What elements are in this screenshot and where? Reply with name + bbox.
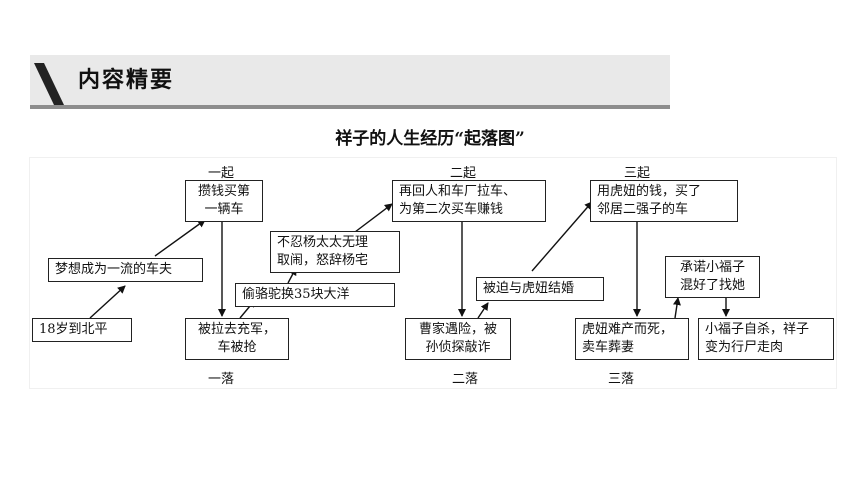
arrow-9 <box>531 201 593 272</box>
box-xiaofuzi-suicide: 小福子自杀，祥子 变为行尸走肉 <box>698 318 834 360</box>
label-rise-1: 一起 <box>208 166 235 181</box>
arrow-1 <box>89 285 126 319</box>
label-fall-1: 一落 <box>208 372 235 387</box>
box-camels: 偷骆驼换35块大洋 <box>235 283 395 307</box>
box-back-to-renhe: 再回人和车厂拉车、 为第二次买车赚钱 <box>392 180 546 222</box>
box-save-first-cart: 攒钱买第 一辆车 <box>185 180 263 222</box>
box-seized: 被拉去充军， 车被抢 <box>185 318 289 360</box>
arrow-2 <box>154 219 206 257</box>
box-arrive-beiping: 18岁到北平 <box>32 318 132 342</box>
box-huniu-death: 虎妞难产而死， 卖车葬妻 <box>575 318 689 360</box>
diagram-panel: 一起 二起 三起 一落 二落 三落 18岁到北平 梦想成为一流的车夫 攒钱买第 … <box>30 158 836 388</box>
box-cao-danger: 曹家遇险，被 孙侦探敲诈 <box>405 318 511 360</box>
box-quit-yang: 不忍杨太太无理 取闹，怒辞杨宅 <box>270 231 400 273</box>
box-buy-with-huniu-money: 用虎妞的钱，买了 邻居二强子的车 <box>590 180 738 222</box>
box-dream: 梦想成为一流的车夫 <box>48 258 203 282</box>
label-fall-3: 三落 <box>608 372 635 387</box>
section-header-band <box>30 55 670 109</box>
arrow-layer <box>89 201 730 319</box>
box-promise-xiaofuzi: 承诺小福子 混好了找她 <box>665 256 760 298</box>
box-forced-marriage: 被迫与虎妞结婚 <box>476 277 604 301</box>
section-title: 内容精要 <box>78 68 175 93</box>
arrow-8 <box>477 302 489 319</box>
arrow-6 <box>354 203 393 233</box>
header-slash-decoration <box>34 63 64 105</box>
label-rise-2: 二起 <box>450 166 477 181</box>
arrow-11 <box>673 297 681 319</box>
label-rise-3: 三起 <box>624 166 651 181</box>
label-fall-2: 二落 <box>452 372 479 387</box>
diagram-title: 祥子的人生经历“起落图” <box>335 129 525 149</box>
